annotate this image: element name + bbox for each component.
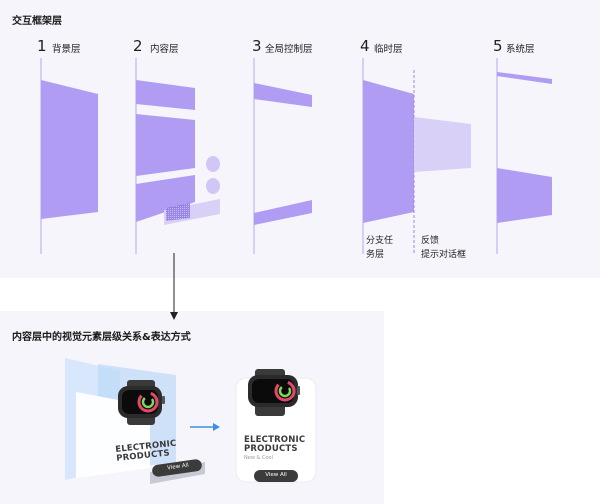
right-view-all-button — [254, 470, 298, 482]
feedback-caption-line2: 提示对话框 — [421, 250, 467, 260]
left-view-all-button — [152, 459, 202, 477]
layer1-name: 背景层 — [52, 44, 81, 55]
layer2-plane-top — [136, 80, 195, 110]
framework-title: 交互框架层 — [12, 16, 62, 27]
right-arrow-head — [213, 423, 220, 431]
feedback-caption-line1: 反馈 — [421, 236, 440, 246]
right-card-title-line2: PRODUCTS — [244, 444, 298, 454]
layer3-number: 3 — [252, 37, 262, 55]
branch-caption-line1: 分支任 — [366, 236, 394, 246]
right-card-subtitle: New & Cool — [244, 455, 273, 461]
feedback-caption: 反馈 提示对话框 — [421, 234, 466, 262]
layer4-feedback-dialog — [414, 117, 471, 172]
layer2-plane-bottom — [136, 175, 195, 222]
layer3-name: 全局控制层 — [265, 44, 313, 55]
layer5-plane-bottom — [497, 168, 552, 223]
down-arrow-head — [170, 312, 178, 320]
watch-image-left — [118, 380, 165, 425]
layer5-name: 系统层 — [506, 44, 535, 55]
layer2-dot-2 — [206, 178, 220, 194]
layer1-number: 1 — [37, 37, 47, 55]
branch-caption-line2: 务层 — [366, 250, 385, 260]
layer4-number: 4 — [360, 37, 370, 55]
content-layer-title: 内容层中的视觉元素层级关系&表达方式 — [12, 332, 191, 343]
layer1-plane — [41, 80, 98, 219]
layer3-plane-top — [254, 83, 312, 107]
layer2-number: 2 — [133, 37, 143, 55]
layer5-plane-top — [497, 72, 552, 84]
framework-panel — [0, 0, 600, 278]
layer4-name: 临时层 — [374, 44, 403, 55]
right-card-title-line1: ELECTRONIC — [244, 435, 306, 445]
layer2-name: 内容层 — [150, 44, 179, 55]
right-view-all-label[interactable]: View All — [265, 472, 287, 478]
layer2-dot-1 — [206, 156, 220, 172]
watch-image-right — [248, 369, 300, 416]
right-card-title: ELECTRONIC PRODUCTS — [244, 436, 305, 454]
layer2-dotted-card — [166, 203, 190, 221]
branch-caption: 分支任 务层 — [366, 234, 393, 262]
layer3-plane-bottom — [254, 200, 312, 225]
layer5-number: 5 — [493, 37, 503, 55]
layer2-plane-mid — [136, 114, 195, 176]
layer4-plane — [363, 80, 414, 223]
